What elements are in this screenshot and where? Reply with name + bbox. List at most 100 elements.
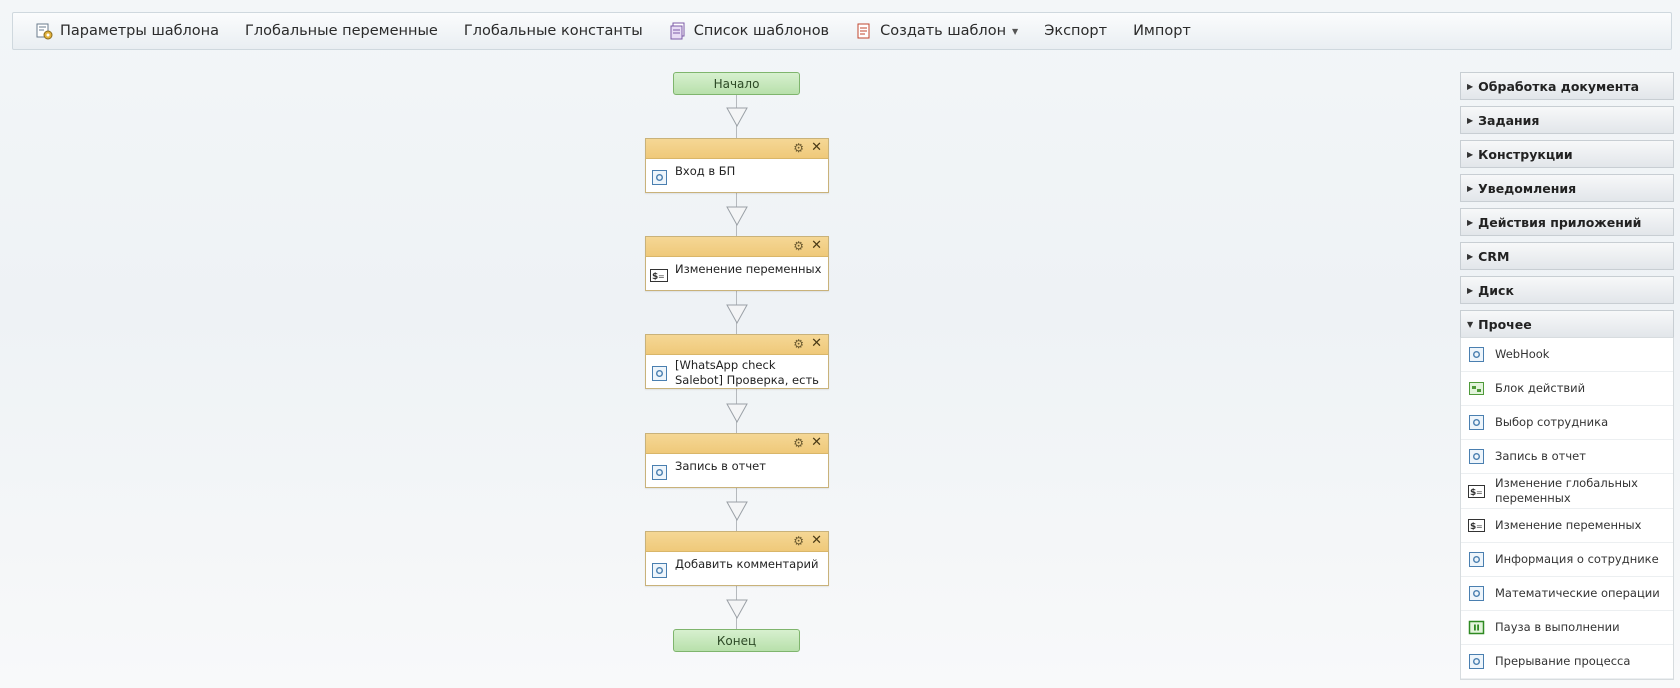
category-label: Уведомления (1478, 180, 1577, 196)
flow-arrow-icon (726, 403, 748, 424)
palette-item-global-vars[interactable]: $= Изменение глобальных переменных (1461, 474, 1673, 509)
category-label: Прочее (1478, 316, 1532, 332)
flow-arrow-icon (726, 501, 748, 522)
block-header: ⚙ ✕ (646, 532, 828, 552)
flow-block[interactable]: ⚙ ✕ Запись в отчет (645, 433, 829, 488)
import-label: Импорт (1133, 23, 1191, 39)
category-label: Задания (1478, 112, 1540, 128)
create-template-label: Создать шаблон (880, 23, 1007, 39)
category-notifications[interactable]: ▶ Уведомления (1460, 174, 1674, 202)
palette-item-label: Информация о сотруднике (1495, 552, 1659, 566)
block-title: Запись в отчет (675, 459, 766, 473)
category-app-actions[interactable]: ▶ Действия приложений (1460, 208, 1674, 236)
pause-icon (1468, 620, 1485, 635)
palette-item-employee-select[interactable]: Выбор сотрудника (1461, 406, 1673, 440)
gear-icon[interactable]: ⚙ (793, 337, 804, 351)
flow-arrow-icon (726, 304, 748, 325)
category-items-list: WebHook Блок действий Выбор сотрудника З… (1460, 338, 1674, 680)
category-label: Действия приложений (1478, 214, 1642, 230)
category-constructions[interactable]: ▶ Конструкции (1460, 140, 1674, 168)
palette-item-abort[interactable]: Прерывание процесса (1461, 645, 1673, 679)
category-label: Диск (1478, 282, 1514, 298)
block-title: Вход в БП (675, 164, 736, 178)
template-list-icon (670, 22, 685, 40)
global-vars-button[interactable]: Глобальные переменные (245, 23, 438, 39)
close-icon[interactable]: ✕ (811, 140, 822, 155)
flow-block[interactable]: ⚙ ✕ Добавить комментарий (645, 531, 829, 586)
flow-block[interactable]: ⚙ ✕ $= Изменение переменных (645, 236, 829, 291)
palette-item-report-entry[interactable]: Запись в отчет (1461, 440, 1673, 474)
block-title: Добавить комментарий (675, 557, 819, 571)
activity-icon (652, 366, 667, 381)
flow-arrow-icon (726, 107, 748, 128)
svg-text:=: = (1476, 488, 1483, 497)
flow-arrow-icon (726, 599, 748, 620)
template-settings-icon (36, 23, 53, 40)
palette-item-label: Изменение переменных (1495, 518, 1642, 532)
close-icon[interactable]: ✕ (811, 435, 822, 450)
gear-icon[interactable]: ⚙ (793, 141, 804, 155)
global-vars-label: Глобальные переменные (245, 23, 438, 39)
gear-icon[interactable]: ⚙ (793, 436, 804, 450)
triangle-right-icon: ▶ (1467, 251, 1474, 261)
close-icon[interactable]: ✕ (811, 336, 822, 351)
close-icon[interactable]: ✕ (811, 533, 822, 548)
block-title: [WhatsApp check Salebot] Проверка, есть … (675, 358, 819, 392)
gear-icon[interactable]: ⚙ (793, 534, 804, 548)
block-title: Изменение переменных (675, 262, 822, 276)
end-label: Конец (716, 633, 757, 648)
template-params-label: Параметры шаблона (60, 23, 220, 39)
svg-text:$: $ (1470, 488, 1476, 498)
svg-text:=: = (658, 272, 665, 281)
activity-icon (1469, 654, 1484, 669)
global-consts-button[interactable]: Глобальные константы (464, 23, 643, 39)
palette-item-webhook[interactable]: WebHook (1461, 338, 1673, 372)
activity-icon (652, 465, 667, 480)
flow-start-node[interactable]: Начало (673, 72, 800, 95)
palette-item-label: WebHook (1495, 347, 1550, 361)
block-header: ⚙ ✕ (646, 335, 828, 355)
flow-block[interactable]: ⚙ ✕ Вход в БП (645, 138, 829, 193)
category-label: Обработка документа (1478, 78, 1640, 94)
activity-icon (652, 563, 667, 578)
category-tasks[interactable]: ▶ Задания (1460, 106, 1674, 134)
palette-item-label: Пауза в выполнении (1495, 620, 1620, 634)
triangle-right-icon: ▶ (1467, 115, 1474, 125)
category-disk[interactable]: ▶ Диск (1460, 276, 1674, 304)
variables-icon: $= (1468, 519, 1485, 532)
import-button[interactable]: Импорт (1133, 23, 1191, 39)
palette-item-action-block[interactable]: Блок действий (1461, 372, 1673, 406)
svg-text:=: = (1476, 522, 1483, 531)
triangle-right-icon: ▶ (1467, 285, 1474, 295)
export-label: Экспорт (1044, 23, 1108, 39)
template-list-button[interactable]: Список шаблонов (669, 22, 829, 40)
flow-block[interactable]: ⚙ ✕ [WhatsApp check Salebot] Проверка, е… (645, 334, 829, 392)
export-button[interactable]: Экспорт (1044, 23, 1107, 39)
variables-icon: $= (650, 269, 668, 282)
svg-text:$: $ (652, 272, 658, 282)
gear-icon[interactable]: ⚙ (793, 239, 804, 253)
palette-item-label: Запись в отчет (1495, 449, 1586, 463)
caret-down-icon: ▼ (1012, 26, 1019, 36)
create-template-button[interactable]: Создать шаблон ▼ (855, 22, 1018, 40)
new-document-icon (857, 23, 870, 39)
template-list-label: Список шаблонов (693, 23, 830, 39)
close-icon[interactable]: ✕ (811, 238, 822, 253)
flow-end-node[interactable]: Конец (673, 629, 800, 652)
palette-item-pause[interactable]: Пауза в выполнении (1461, 611, 1673, 645)
palette-item-label: Выбор сотрудника (1495, 415, 1609, 429)
template-params-button[interactable]: Параметры шаблона (35, 22, 219, 40)
toolbar: Параметры шаблона Глобальные переменные … (12, 12, 1672, 50)
palette-item-math[interactable]: Математические операции (1461, 577, 1673, 611)
triangle-right-icon: ▶ (1467, 81, 1474, 91)
category-other[interactable]: ▼ Прочее (1460, 310, 1674, 338)
start-label: Начало (713, 76, 760, 91)
activity-icon (1469, 449, 1484, 464)
activity-icon (652, 170, 667, 185)
category-document-processing[interactable]: ▶ Обработка документа (1460, 72, 1674, 100)
category-crm[interactable]: ▶ CRM (1460, 242, 1674, 270)
palette-item-vars[interactable]: $= Изменение переменных (1461, 509, 1673, 543)
triangle-right-icon: ▶ (1467, 183, 1474, 193)
palette-item-employee-info[interactable]: Информация о сотруднике (1461, 543, 1673, 577)
activity-icon (1469, 347, 1484, 362)
